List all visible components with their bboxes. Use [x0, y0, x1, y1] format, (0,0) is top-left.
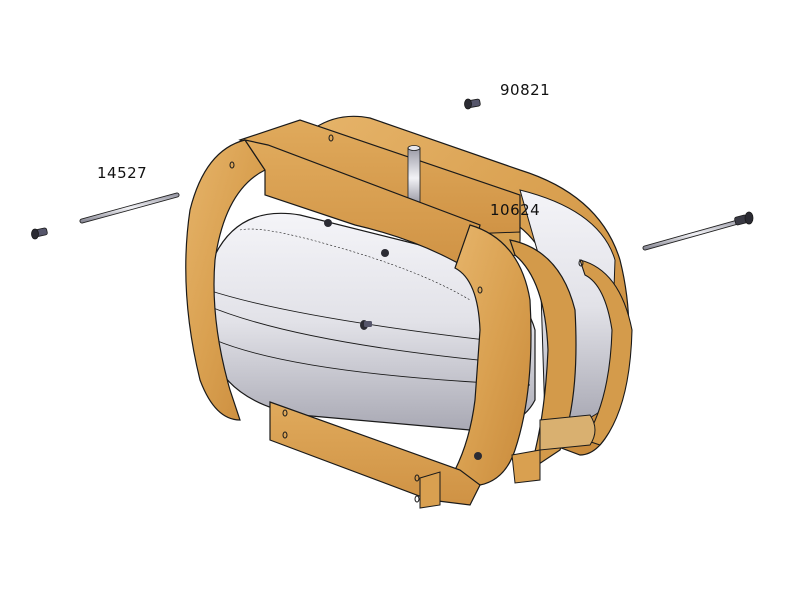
wooden-front-frame — [185, 134, 633, 509]
part-label-10624: 10624 — [490, 201, 541, 219]
rod-left — [79, 192, 180, 224]
rod-right-with-screw — [642, 211, 754, 251]
part-label-14527: 14527 — [97, 164, 148, 182]
lower-tube — [539, 414, 596, 451]
screw-top — [464, 98, 481, 110]
fuel-tank — [204, 212, 536, 431]
screw-left — [31, 227, 48, 240]
part-label-90821: 90821 — [500, 81, 551, 99]
